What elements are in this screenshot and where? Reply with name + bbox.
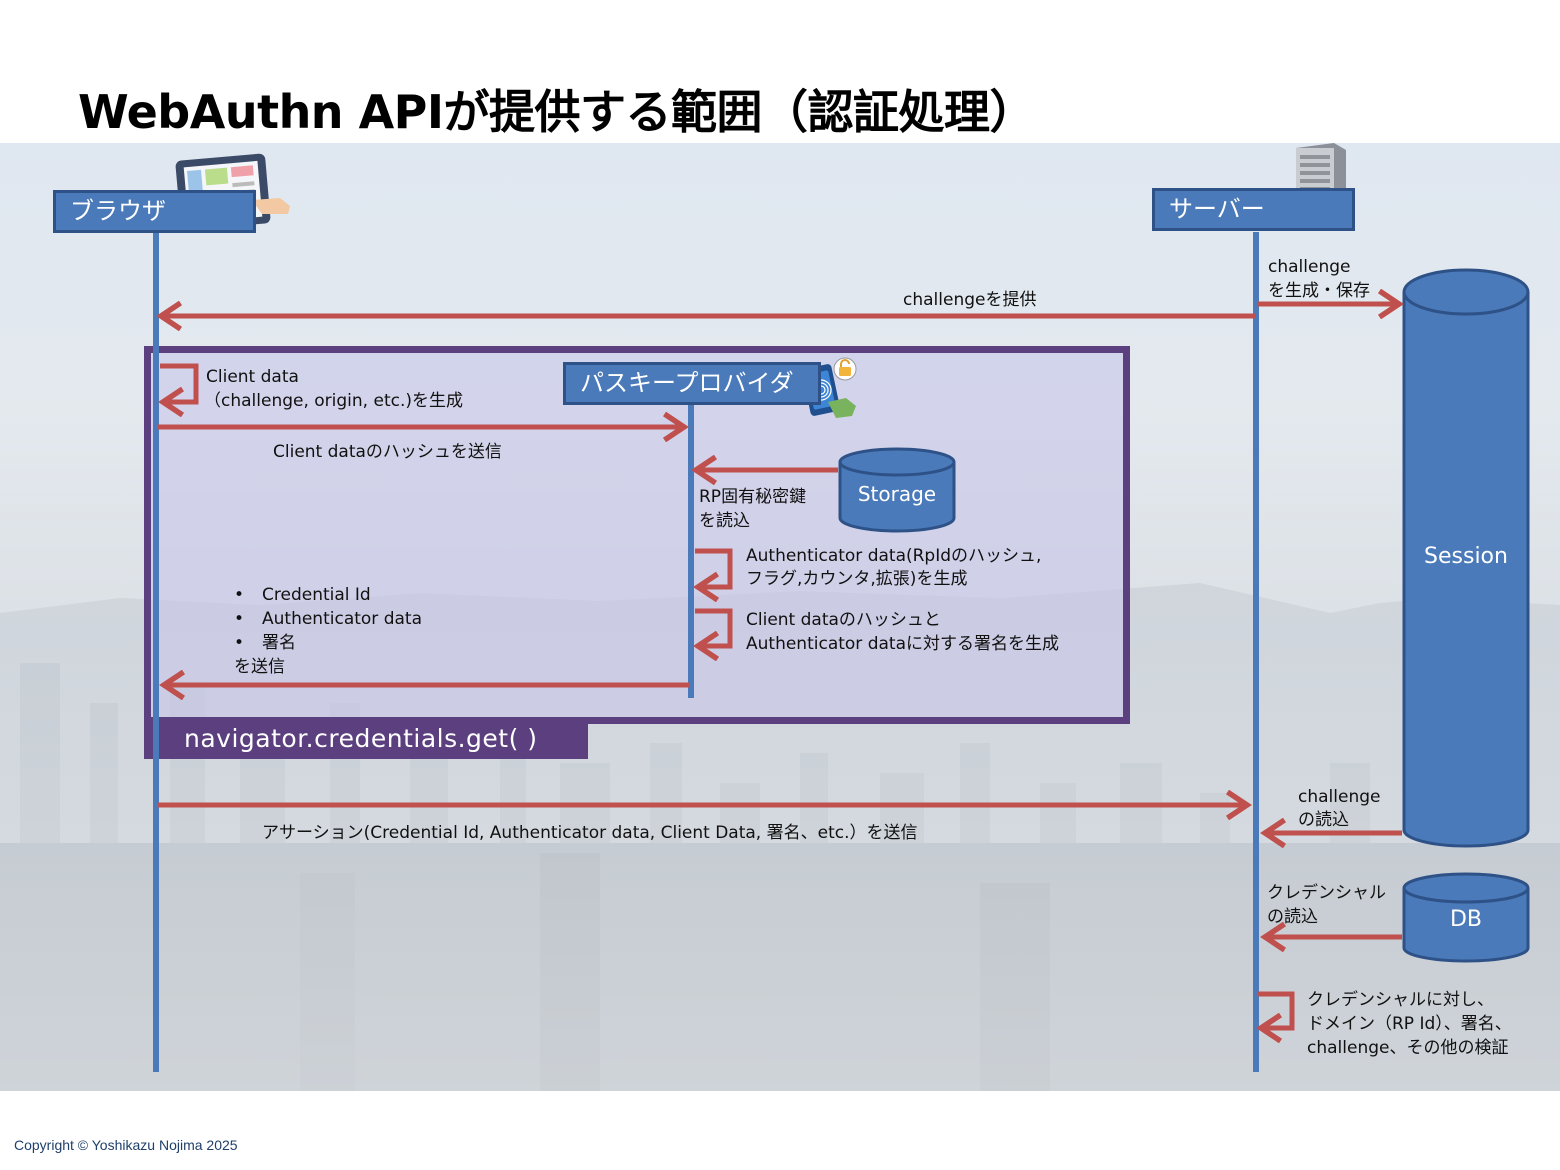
session-cylinder	[1402, 268, 1530, 848]
label-gen-save-1: challenge	[1268, 257, 1351, 277]
list-item: •署名	[234, 633, 296, 653]
label-verify-2: ドメイン（RP Id）、署名、	[1307, 1014, 1512, 1034]
server-actor-label: サーバー	[1169, 195, 1265, 223]
label-assertion: アサーション(Credential Id, Authenticator data…	[262, 823, 918, 843]
label-read-cred-1: クレデンシャル	[1267, 883, 1386, 903]
label-read-challenge-1: challenge	[1298, 787, 1381, 807]
label-client-data-1: Client data	[206, 367, 299, 387]
page-title: WebAuthn APIが提供する範囲（認証処理）	[78, 85, 1036, 139]
browser-actor-label: ブラウザ	[70, 197, 166, 225]
db-label: DB	[1449, 907, 1483, 932]
label-auth-data-1: Authenticator data(RpIdのハッシュ,	[746, 546, 1042, 566]
label-gen-save-2: を生成・保存	[1268, 281, 1370, 301]
provider-actor-header: パスキープロバイダ	[563, 362, 821, 405]
provider-actor-label: パスキープロバイダ	[580, 369, 794, 397]
return-values-list: •Credential Id •Authenticator data •署名 を…	[234, 583, 422, 679]
label-send-hash: Client dataのハッシュを送信	[273, 442, 502, 462]
db-cylinder	[1402, 872, 1530, 963]
label-sign-1: Client dataのハッシュと	[746, 610, 941, 630]
webauthn-api-scope-frame	[144, 346, 1130, 724]
session-label: Session	[1424, 544, 1508, 569]
arrow-auth-data-self	[695, 548, 733, 587]
server-actor-header: サーバー	[1152, 188, 1355, 231]
label-auth-data-2: フラグ,カウンタ,拡張)を生成	[746, 569, 968, 589]
label-client-data-2: （challenge, origin, etc.)を生成	[204, 391, 463, 411]
label-read-key-2: を読込	[699, 511, 750, 531]
list-item: を送信	[234, 657, 285, 677]
arrow-verify-self	[1258, 991, 1295, 1028]
label-read-cred-2: の読込	[1267, 907, 1318, 927]
label-verify-3: challenge、その他の検証	[1307, 1038, 1509, 1058]
storage-cylinder	[838, 447, 956, 533]
lock-icon	[833, 357, 857, 381]
api-method-label: navigator.credentials.get( )	[144, 722, 588, 759]
list-item: •Credential Id	[234, 585, 371, 605]
label-sign-2: Authenticator dataに対する署名を生成	[746, 634, 1059, 654]
arrow-client-data-self	[160, 363, 199, 402]
list-item: •Authenticator data	[234, 609, 422, 629]
label-read-challenge-2: の読込	[1298, 810, 1349, 830]
arrow-sign-self	[695, 608, 733, 646]
label-verify-1: クレデンシャルに対し、	[1307, 990, 1494, 1010]
label-provide-challenge: challengeを提供	[903, 290, 1037, 310]
storage-label: Storage	[857, 482, 937, 506]
browser-actor-header: ブラウザ	[53, 190, 256, 233]
copyright-text: Copyright © Yoshikazu Nojima 2025	[14, 1137, 238, 1153]
label-read-key-1: RP固有秘密鍵	[699, 487, 807, 507]
